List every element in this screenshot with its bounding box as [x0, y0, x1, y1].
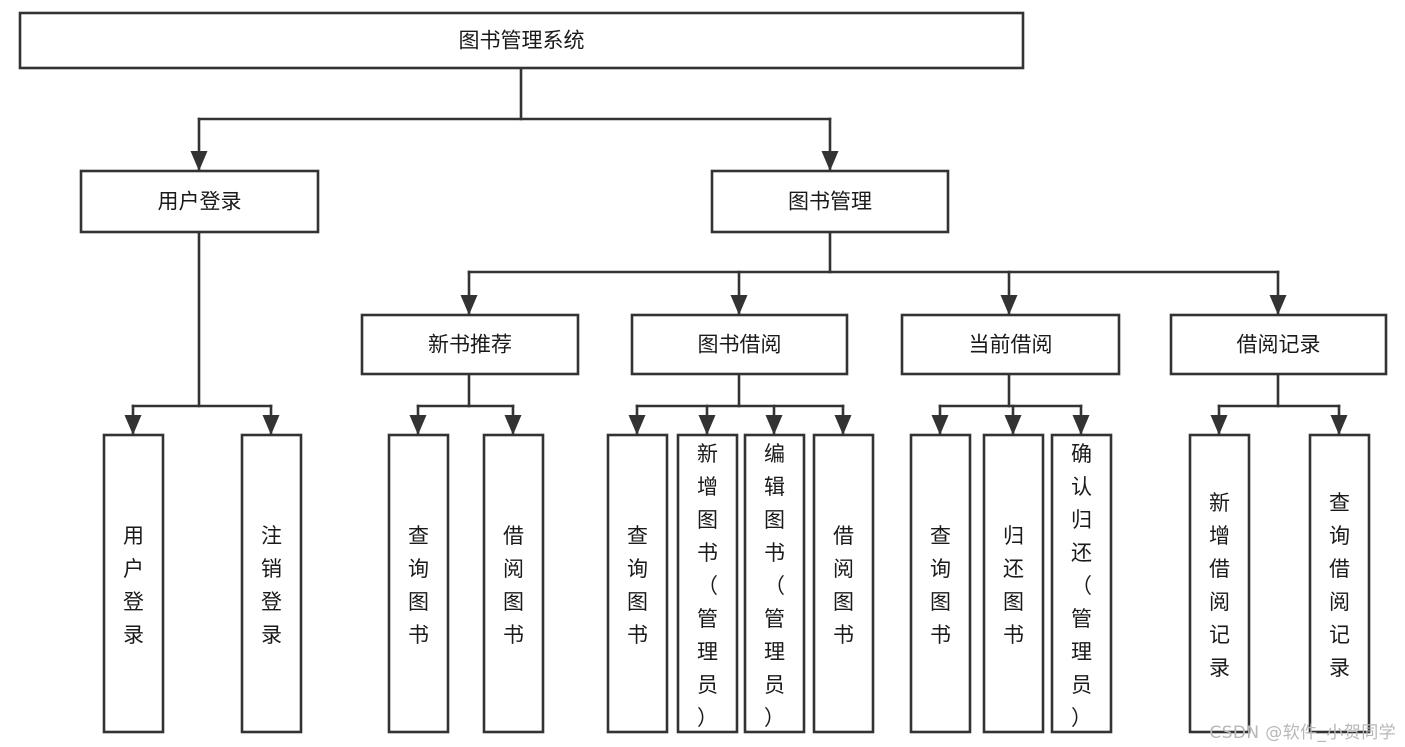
- node-box: [630, 313, 849, 376]
- arrow-head-icon: [1210, 415, 1228, 435]
- node-logout[interactable]: 注销登录: [240, 433, 303, 734]
- arrow-head-icon: [1004, 415, 1022, 435]
- connector-book-management-to-level3: [460, 230, 1287, 316]
- connector-user-login-to-leaves: [124, 230, 280, 436]
- node-book-borrowing[interactable]: 图书借阅: [630, 313, 849, 376]
- node-add-borrowing-record[interactable]: 新增借阅记录: [1188, 433, 1251, 734]
- node-box: [482, 433, 545, 734]
- node-box: [710, 169, 950, 234]
- node-borrow-book[interactable]: 借阅图书: [482, 433, 545, 734]
- node-label: 当前借阅: [969, 333, 1053, 357]
- node-label: 新增图书（管理员）: [697, 442, 718, 730]
- arrow-head-icon: [409, 415, 427, 435]
- arrow-head-icon: [504, 415, 522, 435]
- node-label: 用户登录: [158, 190, 242, 214]
- node-label: 编辑图书（管理员）: [764, 442, 785, 730]
- arrow-head-icon: [698, 415, 716, 435]
- arrow-head-icon: [765, 415, 783, 435]
- arrow-head-icon: [628, 415, 646, 435]
- node-label: 查询借阅记录: [1329, 491, 1350, 680]
- node-label: 用户登录: [123, 524, 144, 647]
- arrow-head-icon: [821, 151, 839, 171]
- node-label: 借阅图书: [503, 524, 524, 647]
- node-label: 归还图书: [1003, 524, 1024, 647]
- arrow-head-icon: [1330, 415, 1348, 435]
- node-box: [387, 433, 450, 734]
- node-box: [1169, 313, 1388, 376]
- arrow-head-icon: [190, 151, 208, 171]
- arrow-head-icon: [730, 295, 748, 315]
- node-box: [812, 433, 875, 734]
- connector-book-borrow-to-leaves: [628, 372, 852, 436]
- node-library-management-system[interactable]: 图书管理系统: [18, 11, 1025, 70]
- node-confirm-return-admin[interactable]: 确认归还（管理员）: [1050, 433, 1113, 734]
- node-borrowing-record[interactable]: 借阅记录: [1169, 313, 1388, 376]
- node-box: [240, 433, 303, 734]
- node-label: 确认归还（管理员）: [1071, 442, 1092, 730]
- node-label: 查询图书: [627, 524, 648, 647]
- connectors-layer: [124, 66, 1348, 436]
- node-borrow-book[interactable]: 借阅图书: [812, 433, 875, 734]
- node-user-login[interactable]: 用户登录: [102, 433, 165, 734]
- node-current-borrowing[interactable]: 当前借阅: [900, 313, 1121, 376]
- node-label: 新增借阅记录: [1209, 491, 1230, 680]
- node-box: [900, 313, 1121, 376]
- connector-new-book-to-leaves: [409, 372, 522, 436]
- node-label: 注销登录: [261, 524, 282, 647]
- arrow-head-icon: [460, 295, 478, 315]
- node-label: 图书借阅: [698, 333, 782, 357]
- node-box: [1050, 433, 1113, 734]
- connector-root-to-level2: [190, 66, 839, 172]
- node-label: 图书管理系统: [459, 29, 585, 53]
- node-label: 图书管理: [788, 190, 872, 214]
- node-box: [606, 433, 669, 734]
- node-label: 借阅图书: [833, 524, 854, 647]
- connector-borrow-record-to-leaves: [1210, 372, 1348, 436]
- node-box: [102, 433, 165, 734]
- arrow-head-icon: [262, 415, 280, 435]
- connector-current-borrow-to-leaves: [931, 372, 1090, 436]
- arrow-head-icon: [124, 415, 142, 435]
- arrow-head-icon: [834, 415, 852, 435]
- node-add-book-admin[interactable]: 新增图书（管理员）: [676, 433, 739, 734]
- arrow-head-icon: [1269, 295, 1287, 315]
- arrow-head-icon: [1072, 415, 1090, 435]
- node-box: [743, 433, 806, 734]
- node-box: [1188, 433, 1251, 734]
- node-query-book[interactable]: 查询图书: [606, 433, 669, 734]
- node-box: [360, 313, 580, 376]
- arrow-head-icon: [931, 415, 949, 435]
- csdn-watermark: CSDN @软件_小贺同学: [1209, 723, 1396, 743]
- node-book-management[interactable]: 图书管理: [710, 169, 950, 234]
- node-return-book[interactable]: 归还图书: [982, 433, 1045, 734]
- arrow-head-icon: [1000, 295, 1018, 315]
- node-query-book[interactable]: 查询图书: [387, 433, 450, 734]
- node-box: [982, 433, 1045, 734]
- node-label: 查询图书: [930, 524, 951, 647]
- node-edit-book-admin[interactable]: 编辑图书（管理员）: [743, 433, 806, 734]
- node-new-book-recommendation[interactable]: 新书推荐: [360, 313, 580, 376]
- nodes-layer: 图书管理系统用户登录图书管理新书推荐图书借阅当前借阅借阅记录用户登录注销登录查询…: [18, 11, 1388, 734]
- node-box: [676, 433, 739, 734]
- node-user-login[interactable]: 用户登录: [79, 169, 320, 234]
- node-box: [18, 11, 1025, 70]
- node-box: [1308, 433, 1371, 734]
- node-label: 新书推荐: [428, 333, 512, 357]
- node-box: [79, 169, 320, 234]
- node-label: 查询图书: [408, 524, 429, 647]
- node-label: 借阅记录: [1237, 333, 1321, 357]
- node-query-borrowing-record[interactable]: 查询借阅记录: [1308, 433, 1371, 734]
- node-query-book[interactable]: 查询图书: [909, 433, 972, 734]
- node-box: [909, 433, 972, 734]
